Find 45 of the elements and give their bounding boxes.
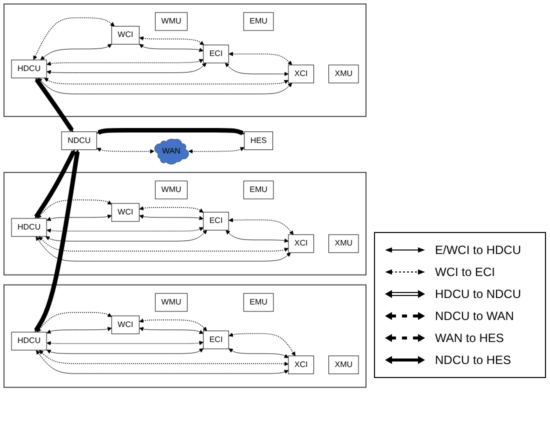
arrow — [34, 150, 76, 218]
arrow — [39, 350, 289, 366]
arrow — [45, 230, 208, 242]
arrow — [228, 332, 296, 356]
arrow — [46, 62, 207, 74]
arrow — [36, 350, 289, 374]
arrow — [139, 36, 204, 46]
arrow — [44, 78, 289, 84]
arrow — [33, 17, 115, 60]
arrow — [139, 206, 204, 213]
arrow — [38, 236, 289, 252]
arrow — [228, 348, 289, 358]
arrow — [225, 62, 289, 76]
arrow — [34, 150, 80, 332]
arrow — [188, 147, 245, 154]
arrow — [96, 128, 245, 136]
arrow — [228, 218, 294, 235]
legend-label: WCI to ECI — [435, 265, 496, 279]
arrow — [40, 44, 112, 60]
arrow — [139, 214, 204, 220]
arrow — [36, 312, 112, 332]
legend-label: NDCU to HES — [435, 353, 512, 367]
cluster — [4, 284, 366, 388]
legend-label: WAN to HES — [435, 331, 504, 345]
cluster — [4, 172, 366, 276]
legend-label: E/WCI to HDCU — [435, 243, 522, 257]
legend-label: NDCU to WAN — [435, 309, 514, 323]
arrow — [46, 348, 204, 354]
arrow — [139, 318, 208, 332]
arrow — [139, 326, 204, 334]
arrow — [46, 59, 204, 66]
arrow — [37, 200, 112, 218]
legend-label: HDCU to NDCU — [435, 287, 522, 301]
arrow — [46, 214, 112, 221]
arrow — [228, 52, 292, 66]
arrow — [38, 78, 292, 94]
arrow — [46, 340, 204, 346]
arrow — [139, 44, 204, 52]
arrow — [96, 148, 154, 154]
arrow — [36, 236, 291, 262]
arrow — [46, 227, 204, 233]
cluster — [4, 4, 366, 117]
arrow — [34, 78, 74, 132]
arrow — [46, 326, 112, 334]
arrow — [226, 230, 289, 243]
